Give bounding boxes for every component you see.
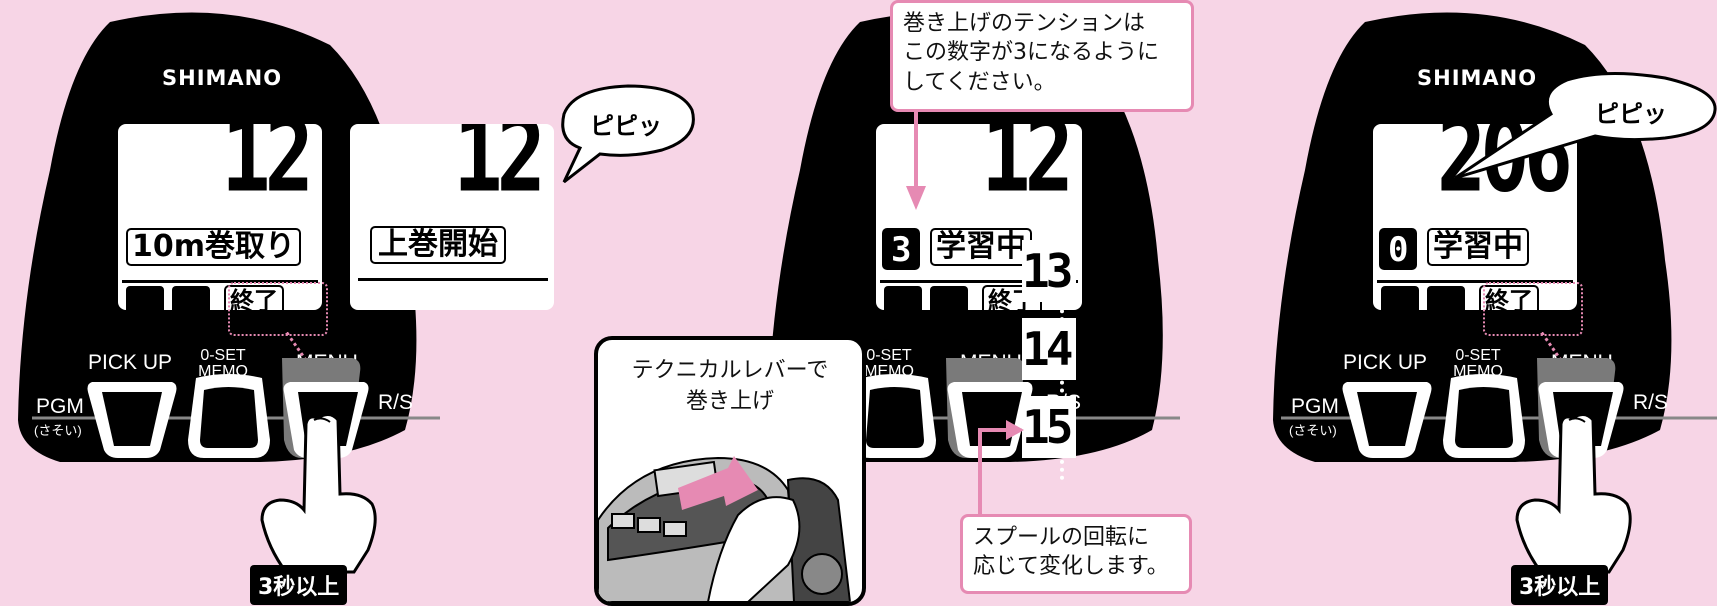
- lcd-screen-zoom: 12 上巻開始: [350, 124, 554, 310]
- tension-callout: 巻き上げのテンションは この数字が3になるように してください。: [890, 0, 1194, 112]
- inset-text: テクニカルレバーで 巻き上げ: [598, 356, 862, 418]
- reel-counter-right: SHIMANO 206 0 学習中 終了 PICK UP 0-SET MEMO …: [1255, 0, 1717, 605]
- oset-line1: 0-SET: [1455, 347, 1501, 364]
- beep-text: ピピッ: [590, 112, 662, 140]
- pgm-label: PGM: [36, 395, 84, 418]
- brand-logo: SHIMANO: [162, 66, 283, 90]
- oset-memo-button[interactable]: [188, 374, 270, 458]
- finger-press-icon: [260, 413, 377, 574]
- highlight-box: [1483, 282, 1583, 336]
- mode-label: 10m巻取り: [126, 228, 302, 266]
- rolling-digit-13-bg: [1022, 240, 1076, 302]
- hold-3s-badge: 3秒以上: [250, 565, 348, 605]
- rolling-digit-14: 14: [1022, 322, 1073, 376]
- inset-text-line2: 巻き上げ: [685, 388, 774, 414]
- lcd-block: [1427, 286, 1465, 310]
- lcd-block: [172, 286, 210, 310]
- tension-digit: 3: [891, 230, 912, 270]
- tension-digit-box: [1379, 228, 1417, 270]
- tension-callout-line2: この数字が3になるように: [903, 40, 1159, 66]
- lcd-divider: [358, 278, 548, 281]
- rs-label: R/S: [1633, 391, 1669, 414]
- pgm-button[interactable]: [87, 382, 177, 458]
- spool-callout-line2: 応じて変化します。: [973, 554, 1169, 580]
- lcd-block: [884, 286, 922, 310]
- highlight-box: [228, 282, 328, 336]
- rs-label: R/S: [378, 391, 414, 414]
- tension-callout-line1: 巻き上げのテンションは: [903, 11, 1146, 36]
- tension-callout-line3: してください。: [903, 69, 1056, 95]
- beep-text: ピピッ: [1595, 100, 1667, 128]
- lcd-divider: [880, 280, 1078, 283]
- depth-readout: 12: [453, 124, 546, 216]
- tension-arrow: [906, 110, 926, 210]
- depth-readout: 12: [981, 124, 1074, 216]
- lcd-block: [1381, 286, 1419, 310]
- buttons-layer: [87, 358, 377, 574]
- lcd-screen: 12 10m巻取り 終了: [118, 124, 322, 310]
- reel-counter-left: SHIMANO 12 10m巻取り 終了 PICK UP 0-SET MEMO …: [0, 0, 440, 605]
- beep-bubble: [561, 84, 695, 184]
- oset-memo-button[interactable]: [854, 374, 936, 458]
- lever-inset: テクニカルレバーで 巻き上げ: [594, 336, 866, 606]
- spool-arrow: [978, 420, 1024, 514]
- oset-memo-button[interactable]: [1443, 374, 1525, 458]
- end-label: 終了: [1479, 285, 1539, 310]
- inset-text-line1: テクニカルレバーで: [631, 358, 829, 383]
- status-label: 上巻開始: [370, 226, 506, 264]
- pick-up-label: PICK UP: [88, 351, 173, 374]
- rolling-digits-column: 13 14 15: [1012, 230, 1076, 480]
- pgm-sub-label: (さそい): [34, 423, 82, 438]
- lcd-divider: [122, 280, 318, 283]
- brand-logo: SHIMANO: [1417, 66, 1538, 90]
- pgm-button[interactable]: [1342, 382, 1432, 458]
- lcd-block: [126, 286, 164, 310]
- tension-digit-box: [882, 228, 920, 270]
- buttons-layer: [1342, 72, 1717, 574]
- finger-press-icon: [1515, 413, 1632, 574]
- reel-lever-illustration: [598, 456, 852, 602]
- rolling-digit-15: 15: [1022, 400, 1073, 454]
- end-label: 終了: [224, 285, 284, 310]
- lcd-block: [930, 286, 968, 310]
- status-label: 学習中: [1427, 228, 1529, 266]
- spool-callout-line1: スプールの回転に: [973, 525, 1150, 550]
- pgm-label: PGM: [1291, 395, 1339, 418]
- rolling-digit-14-bg: [1022, 318, 1076, 380]
- spool-callout: スプールの回転に 応じて変化します。: [960, 514, 1192, 594]
- beep-bubble: [1454, 72, 1717, 180]
- lcd-divider: [1377, 280, 1573, 283]
- pgm-sub-label: (さそい): [1289, 423, 1337, 438]
- hold-3s-badge: 3秒以上: [1511, 565, 1609, 605]
- oset-line1: 0-SET: [866, 347, 912, 364]
- rolling-digit-13: 13: [1022, 244, 1073, 298]
- tension-digit: 0: [1388, 230, 1409, 270]
- oset-line1: 0-SET: [200, 347, 246, 364]
- depth-readout: 12: [221, 124, 314, 216]
- rolling-digit-15-bg: [1022, 396, 1076, 458]
- pick-up-label: PICK UP: [1343, 351, 1428, 374]
